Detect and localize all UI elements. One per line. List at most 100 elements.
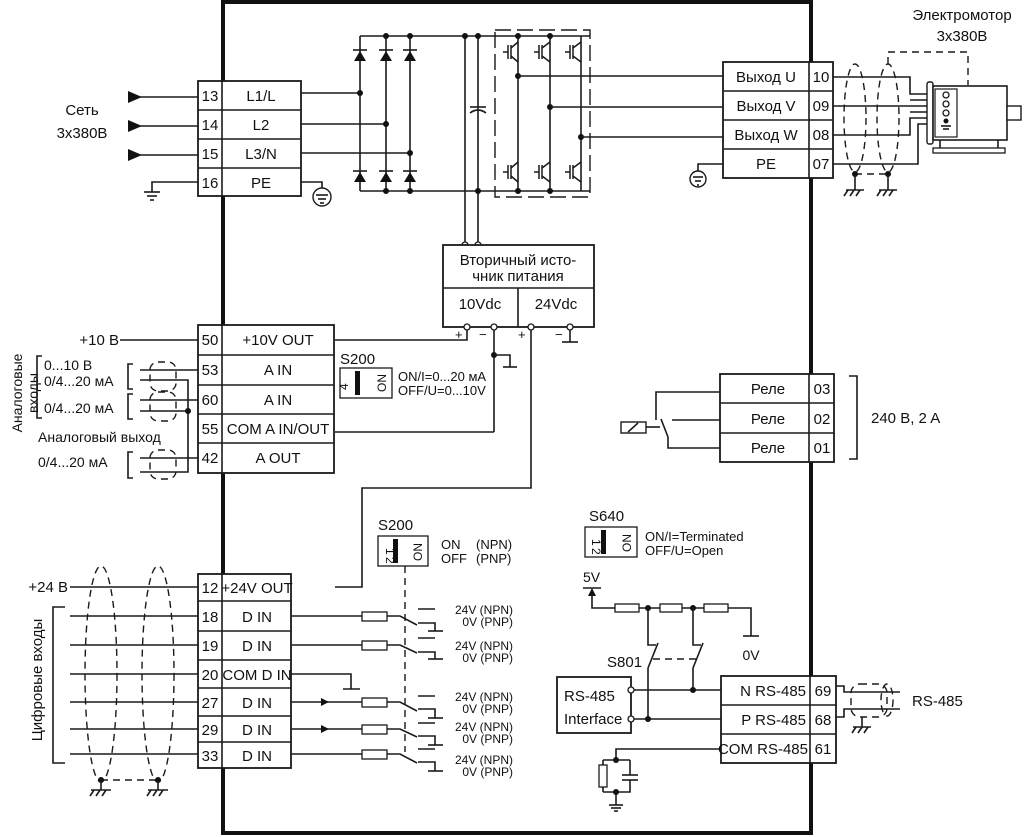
aout-range: 0/4...20 мА bbox=[38, 454, 108, 470]
switch-pos-1: 1 bbox=[589, 539, 603, 546]
output-10vdc: 10Vdc bbox=[459, 296, 502, 313]
plus-sign: + bbox=[455, 327, 463, 342]
rs485-section: S640 1 2 ON ON/I=Terminated OFF/U=Open 5… bbox=[556, 508, 963, 812]
s640-on-desc: ON/I=Terminated bbox=[645, 529, 744, 544]
relay-terminal-block bbox=[719, 373, 835, 463]
relay-rating: 240 B, 2 A bbox=[871, 410, 940, 427]
switch-pos-2: 2 bbox=[589, 548, 603, 555]
terminal-din-29: D IN bbox=[242, 722, 272, 739]
digital-inputs-label: Цифровые входы bbox=[29, 619, 46, 742]
terminal-33: 33 bbox=[202, 748, 219, 765]
minus-sign: − bbox=[479, 327, 487, 342]
ground-icon bbox=[609, 804, 623, 812]
plus24v-label: +24 B bbox=[28, 579, 68, 596]
analog-inputs-label: Аналоговые bbox=[9, 353, 25, 432]
relay-02-label: Реле bbox=[751, 411, 785, 428]
terminal-07: 07 bbox=[813, 156, 830, 173]
level-24v-npn: 24V (NPN) bbox=[455, 753, 513, 767]
terminal-din-19: D IN bbox=[242, 638, 272, 655]
power-stage bbox=[301, 29, 723, 244]
terminal-motor-pe: PE bbox=[756, 156, 776, 173]
ain1-range-current: 0/4...20 мА bbox=[44, 373, 114, 389]
switch-pos-4: 4 bbox=[337, 383, 351, 390]
level-0v-pnp: 0V (PNP) bbox=[462, 615, 513, 629]
terminal-n-rs485: N RS-485 bbox=[740, 683, 806, 700]
terminal-l2: L2 bbox=[253, 117, 270, 134]
protective-earth-icon bbox=[689, 170, 707, 188]
rs485-terminal-block bbox=[720, 675, 837, 764]
relay-contact-icon bbox=[655, 391, 720, 449]
cable-shield-icon bbox=[843, 51, 969, 175]
chassis-ground-icon bbox=[843, 189, 897, 197]
igbt-icon bbox=[503, 41, 582, 183]
terminal-09: 09 bbox=[813, 98, 830, 115]
ground-icon bbox=[144, 191, 160, 201]
level-24v-npn: 24V (NPN) bbox=[455, 603, 513, 617]
level-0v-pnp: 0V (PNP) bbox=[462, 765, 513, 779]
terminal-aout: A OUT bbox=[255, 450, 300, 467]
ain1-range-voltage: 0...10 B bbox=[44, 357, 92, 373]
rs485-interface-label-2: Interface bbox=[564, 711, 622, 728]
relay-section: Реле 03 Реле 02 Реле 01 240 B, 2 A bbox=[620, 373, 940, 463]
analog-section: +10 B Аналоговые входы 0...10 B 0/4...20… bbox=[9, 324, 486, 480]
dip-switch-s200-digital[interactable] bbox=[377, 535, 429, 567]
motor-voltage-label: 3x380B bbox=[937, 28, 988, 45]
terminal-l1: L1/L bbox=[246, 88, 275, 105]
motor-icon bbox=[926, 81, 1022, 154]
motor-label: Электромотор bbox=[912, 7, 1011, 24]
terminal-03: 03 bbox=[814, 381, 831, 398]
terminal-output-v: Выход V bbox=[736, 98, 795, 115]
mains-voltage-label: 3x380B bbox=[57, 125, 108, 142]
plus10v-label: +10 B bbox=[79, 332, 119, 349]
s640-off-desc: OFF/U=Open bbox=[645, 543, 723, 558]
terminal-20: 20 bbox=[202, 667, 219, 684]
terminal-50: 50 bbox=[202, 332, 219, 349]
terminal-42: 42 bbox=[202, 450, 219, 467]
terminal-com-rs485: COM RS-485 bbox=[718, 741, 808, 758]
level-0v-pnp: 0V (PNP) bbox=[462, 702, 513, 716]
dip-switch-s640[interactable] bbox=[584, 526, 638, 558]
analog-output-label: Аналоговый выход bbox=[38, 429, 161, 445]
s200-digital-pnp: (PNP) bbox=[476, 551, 511, 566]
level-24v-npn: 24V (NPN) bbox=[455, 690, 513, 704]
supply-arrow-icon bbox=[588, 588, 596, 596]
terminal-27: 27 bbox=[202, 695, 219, 712]
s200-analog-off-desc: OFF/U=0...10V bbox=[398, 383, 486, 398]
terminal-60: 60 bbox=[202, 392, 219, 409]
terminal-53: 53 bbox=[202, 362, 219, 379]
relay-coil-icon bbox=[620, 421, 660, 434]
input-channel-19 bbox=[291, 637, 443, 660]
switch-s801-label: S801 bbox=[607, 654, 642, 671]
protective-earth-icon bbox=[312, 187, 332, 207]
switch-on-label: ON bbox=[620, 534, 634, 552]
switch-s801-icon[interactable] bbox=[647, 608, 704, 717]
relay-01-label: Реле bbox=[751, 440, 785, 457]
input-channel-29 bbox=[291, 722, 443, 746]
terminal-10: 10 bbox=[813, 69, 830, 86]
terminal-din-33: D IN bbox=[242, 748, 272, 765]
digital-section: +24 B Цифровые входы 1 bbox=[28, 517, 513, 797]
dip-switch-s200-analog[interactable] bbox=[339, 367, 393, 399]
terminal-24v-out: +24V OUT bbox=[221, 580, 292, 597]
power-supply: Вторичный исто- чник питания 10Vdc 24Vdc… bbox=[335, 241, 595, 588]
capacitor-icon bbox=[469, 106, 487, 114]
rs485-interface-label: RS-485 bbox=[564, 688, 615, 705]
switch-on-label: ON bbox=[411, 543, 425, 561]
analog-terminal-block bbox=[197, 324, 335, 474]
switch-s200-analog-label: S200 bbox=[340, 351, 375, 368]
level-24v-npn: 24V (NPN) bbox=[455, 720, 513, 734]
terminal-69: 69 bbox=[815, 683, 832, 700]
terminal-l3: L3/N bbox=[245, 146, 277, 163]
5v-label: 5V bbox=[583, 569, 601, 585]
analog-inputs-label-2: входы bbox=[25, 373, 41, 413]
switch-s200-digital-label: S200 bbox=[378, 517, 413, 534]
terminal-output-u: Выход U bbox=[736, 69, 796, 86]
terminal-14: 14 bbox=[202, 117, 219, 134]
s200-digital-npn: (NPN) bbox=[476, 537, 512, 552]
terminal-din-27: D IN bbox=[242, 695, 272, 712]
chassis-ground-icon bbox=[851, 726, 871, 734]
power-supply-title-2: чник питания bbox=[472, 268, 564, 285]
mains-label: Сеть bbox=[65, 102, 99, 119]
minus-sign: − bbox=[555, 327, 563, 342]
